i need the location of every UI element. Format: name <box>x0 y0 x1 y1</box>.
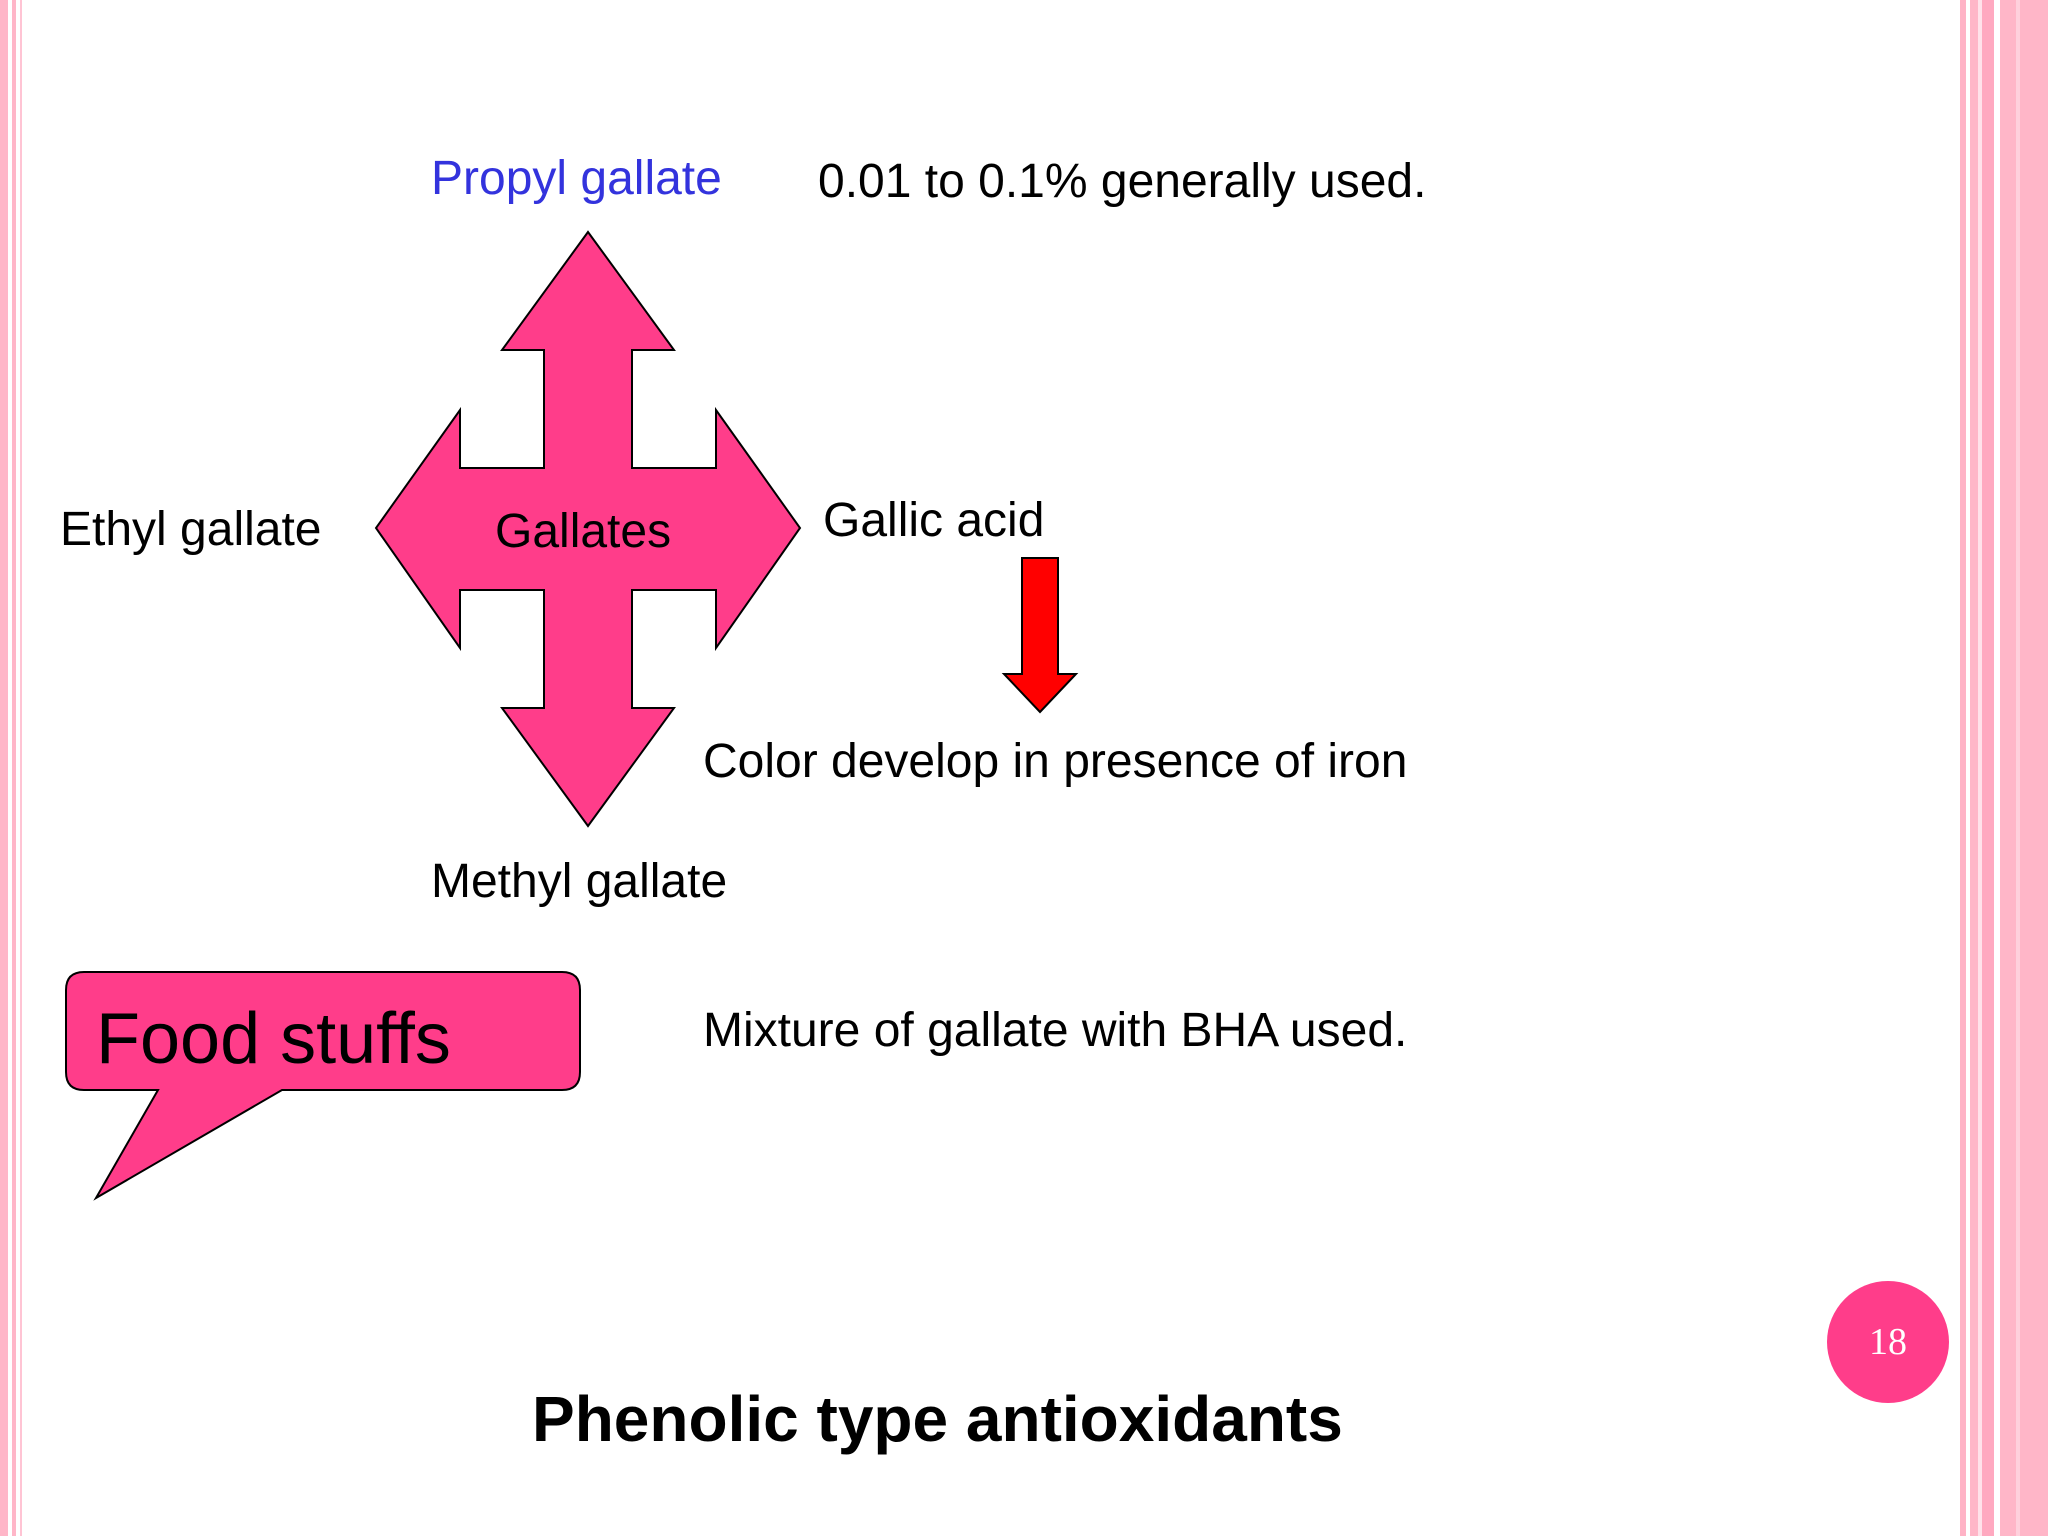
speech-bubble-icon <box>65 971 581 1201</box>
right-decorative-border <box>1956 0 2048 1536</box>
down-arrow-icon <box>1001 557 1079 714</box>
page-number: 18 <box>1869 1321 1907 1363</box>
bha-mixture-note: Mixture of gallate with BHA used. <box>703 1004 1408 1057</box>
methyl-gallate-label: Methyl gallate <box>431 855 728 908</box>
usage-note: 0.01 to 0.1% generally used. <box>818 155 1427 208</box>
gallates-center-label: Gallates <box>495 505 672 558</box>
propyl-gallate-label: Propyl gallate <box>431 152 722 205</box>
slide-title: Phenolic type antioxidants <box>532 1383 1343 1455</box>
page-number-badge: 18 <box>1827 1281 1949 1403</box>
food-stuffs-label: Food stuffs <box>96 999 451 1079</box>
left-decorative-border <box>0 0 28 1536</box>
iron-color-note: Color develop in presence of iron <box>703 735 1408 788</box>
gallic-acid-label: Gallic acid <box>823 494 1045 547</box>
four-way-arrow-icon <box>374 230 802 828</box>
ethyl-gallate-label: Ethyl gallate <box>60 503 322 556</box>
